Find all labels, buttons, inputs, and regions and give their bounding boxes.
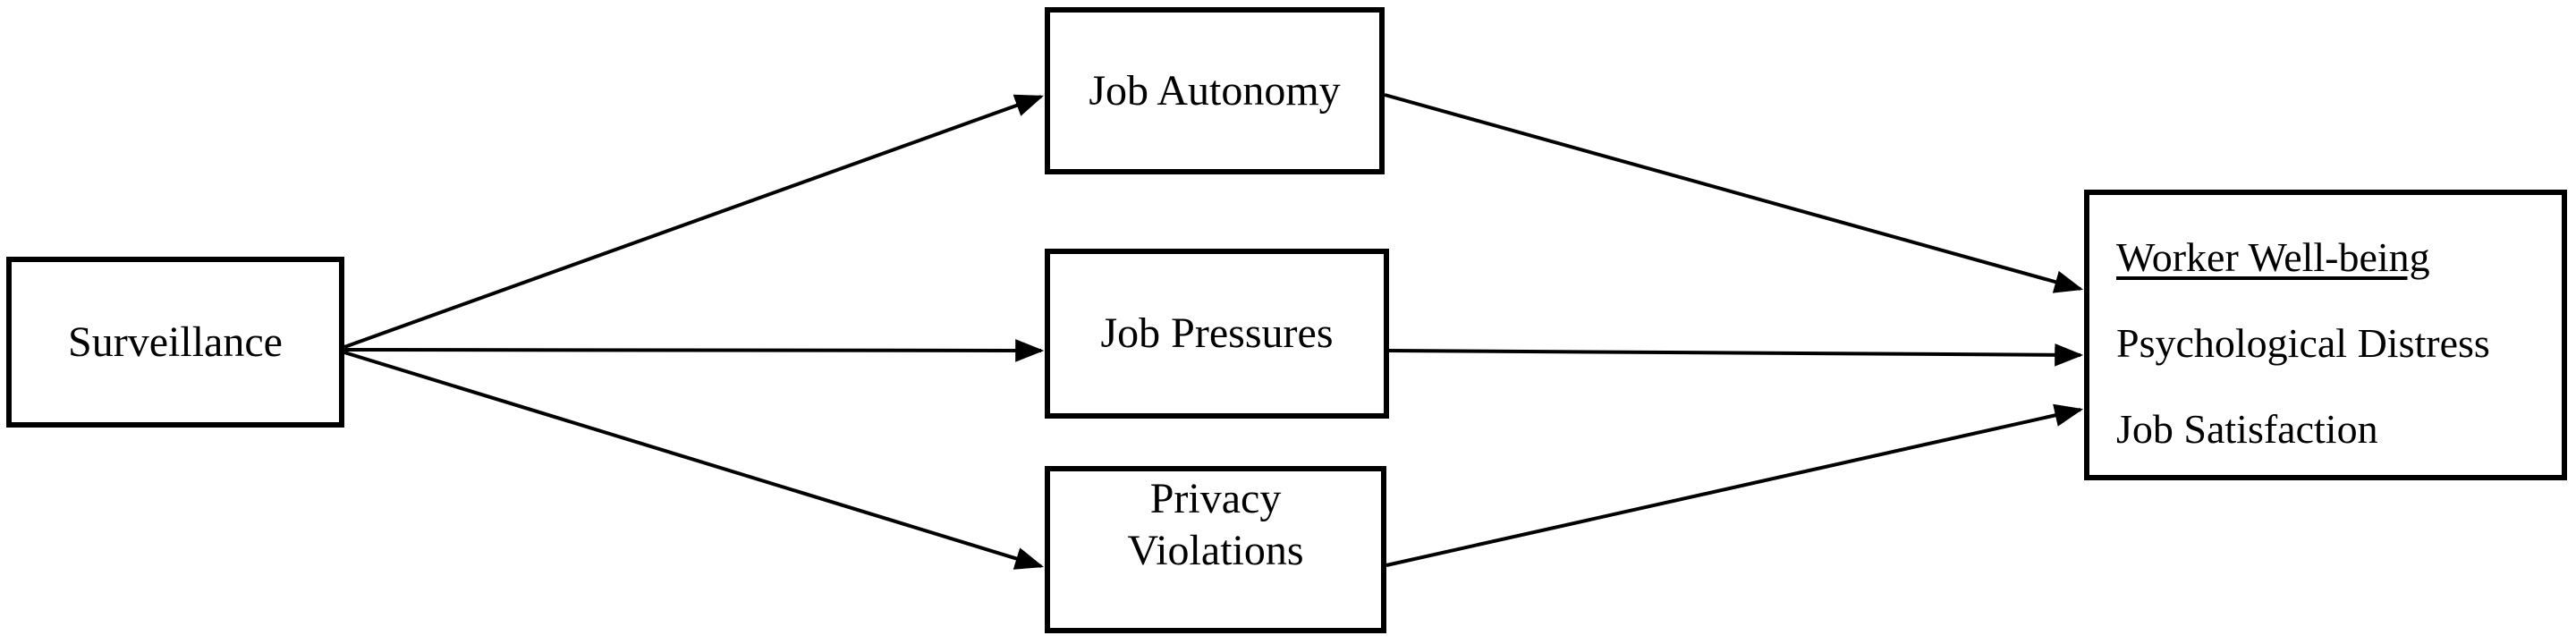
edge-privacy-violations-to-worker-well-being: [1385, 403, 2084, 567]
node-surveillance: Surveillance: [6, 257, 344, 428]
node-job-autonomy: Job Autonomy: [1045, 7, 1385, 174]
edge-surveillance-to-job-autonomy: [343, 94, 1045, 349]
edge-surveillance-to-job-pressures: [343, 339, 1045, 362]
node-job-pressures: Job Pressures: [1045, 249, 1389, 419]
node-label-job-pressures: Job Pressures: [1100, 309, 1334, 357]
edge-job-autonomy-to-worker-well-being: [1384, 93, 2084, 293]
node-privacy-violations: Privacy Violations: [1045, 466, 1386, 633]
node-label-surveillance: Surveillance: [68, 318, 283, 366]
outcome-item-job-satisfaction: Job Satisfaction: [2116, 406, 2378, 452]
node-worker-well-being: Worker Well-being Psychological Distress…: [2084, 190, 2567, 480]
edge-job-pressures-to-worker-well-being: [1388, 343, 2084, 367]
edge-surveillance-to-privacy-violations: [343, 351, 1045, 570]
node-label-privacy-line2: Violations: [1127, 527, 1304, 574]
node-label-job-autonomy: Job Autonomy: [1089, 66, 1341, 114]
outcome-heading-worker-well-being: Worker Well-being: [2116, 234, 2430, 280]
node-label-privacy-line1: Privacy: [1149, 475, 1282, 522]
outcome-item-psychological-distress: Psychological Distress: [2116, 320, 2490, 366]
